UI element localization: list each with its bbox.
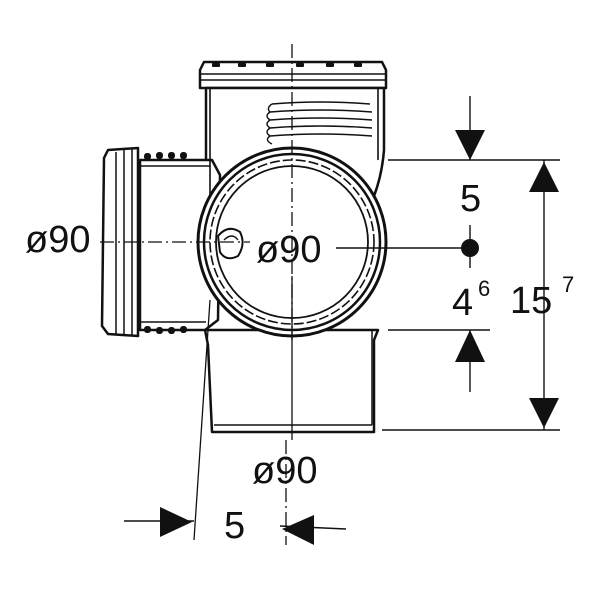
offset-horizontal-label: 5 [224, 505, 245, 547]
arrow-right-5 [160, 507, 192, 537]
dimension-dot [461, 239, 479, 257]
dimension-arrows [160, 130, 559, 545]
side-socket [138, 158, 222, 332]
arrow-up-5 [455, 330, 485, 362]
branch-center-lines [193, 276, 293, 545]
center-diameter-label: ø90 [256, 229, 321, 271]
offset-vertical-label: 5 [460, 178, 481, 220]
inner-height-label: 4 [452, 282, 473, 324]
top-socket-cap [198, 60, 388, 90]
side-socket-details [115, 148, 210, 336]
total-height-label: 15 [510, 280, 552, 322]
arrow-up-15 [529, 162, 559, 192]
top-cap-bumps [212, 63, 362, 67]
thread-ridges [266, 101, 373, 145]
arrow-down-5 [455, 130, 485, 160]
side-socket-ridges [144, 152, 187, 334]
bottom-diameter-label: ø90 [252, 450, 317, 492]
side-diameter-label: ø90 [25, 219, 90, 261]
inner-height-superscript: 6 [478, 276, 490, 301]
total-height-superscript: 7 [562, 272, 574, 297]
arrow-down-15 [529, 398, 559, 428]
spigot-details [214, 330, 373, 426]
top-cap-details [200, 73, 386, 196]
arrow-left-5 [282, 515, 314, 545]
